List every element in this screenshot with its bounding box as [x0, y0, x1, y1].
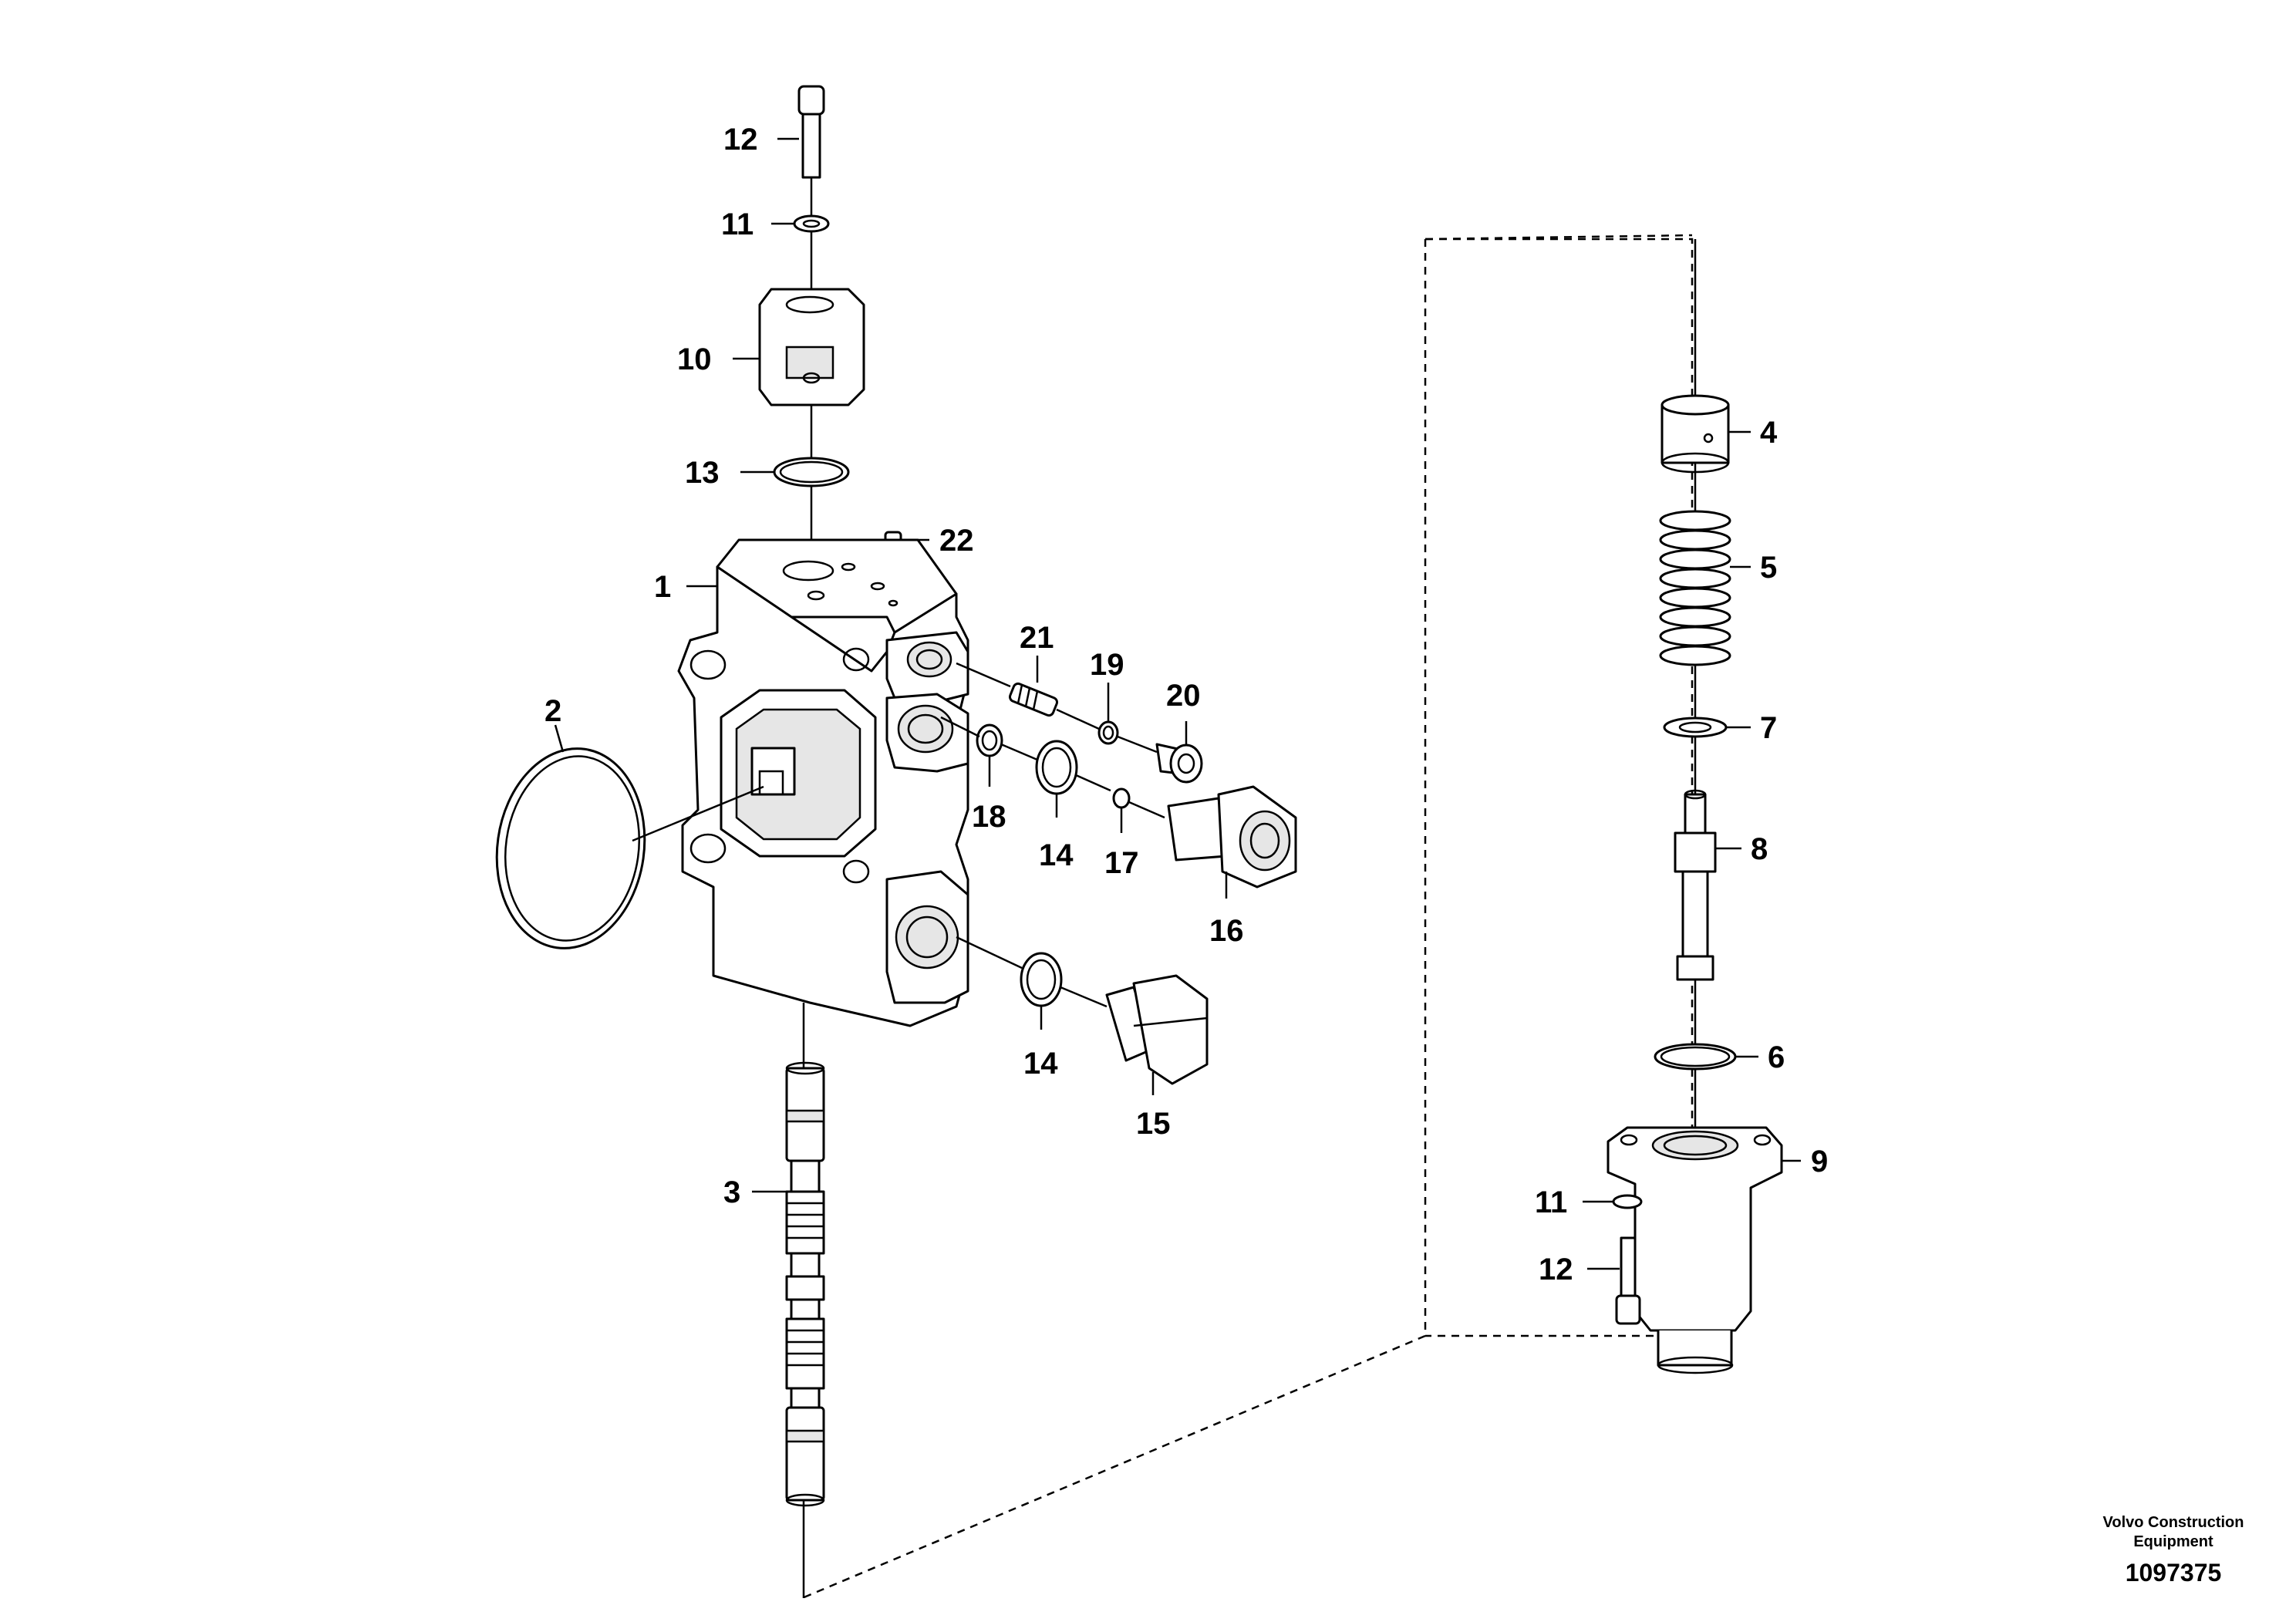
subassembly-boundary-top-link	[1424, 234, 1693, 241]
part-16-fitting	[1167, 785, 1297, 889]
part-18-axis	[940, 716, 980, 738]
part-19-ring-inner	[1102, 725, 1114, 740]
part-2-large-o-ring	[495, 747, 646, 949]
callout-2: 2	[544, 694, 561, 728]
part-21-axis	[956, 662, 1011, 688]
part-9-housing	[1607, 1126, 1783, 1374]
part-7-retainer-hole	[1678, 721, 1712, 733]
part-20-axis	[1117, 735, 1158, 754]
brand-line-2: Equipment	[2133, 1533, 2213, 1550]
part-6-o-ring-inner	[1660, 1046, 1731, 1067]
part-20-plug	[1155, 743, 1203, 784]
part-21-axis-b	[1056, 708, 1100, 730]
callout-14-lower: 14	[1023, 1047, 1058, 1081]
part-1-valve-body	[677, 538, 969, 1027]
callout-13: 13	[685, 456, 720, 490]
callout-3: 3	[723, 1175, 740, 1209]
callout-11-bottom: 11	[1535, 1185, 1567, 1219]
part-12-bolt-top	[797, 85, 825, 179]
callout-8: 8	[1751, 832, 1768, 866]
part-11-washer-bottom	[1612, 1194, 1643, 1209]
part-11-washer-hole	[802, 219, 821, 228]
callout-9: 9	[1811, 1145, 1828, 1179]
callout-14-upper: 14	[1039, 838, 1074, 872]
part-15-plug	[1105, 974, 1209, 1085]
callout-1: 1	[654, 570, 671, 604]
callout-6: 6	[1768, 1040, 1785, 1074]
part-12-bolt-bottom	[1615, 1236, 1641, 1325]
part-19-ring	[1097, 720, 1119, 745]
part-2-leader	[632, 785, 764, 842]
callout-10: 10	[677, 342, 712, 376]
part-14-upper-axis	[1000, 743, 1038, 761]
callout-18: 18	[972, 800, 1006, 834]
part-3-spool	[785, 1061, 825, 1507]
part-11-washer-top	[793, 214, 830, 233]
callout-21: 21	[1020, 621, 1054, 655]
callout-17: 17	[1104, 846, 1139, 880]
part-18-o-ring	[976, 723, 1003, 757]
part-21-screw	[1008, 682, 1059, 717]
part-17-ring	[1112, 787, 1131, 809]
callout-7: 7	[1760, 711, 1777, 745]
callout-22: 22	[939, 524, 974, 558]
callout-12-top: 12	[723, 123, 758, 157]
callout-11-top: 11	[721, 207, 754, 241]
part-14-upper-axis-b	[1075, 774, 1111, 792]
callout-20: 20	[1166, 679, 1201, 713]
document-number: 1097375	[2126, 1559, 2222, 1587]
part-14-lower-axis	[956, 936, 1023, 969]
part-8-plunger	[1674, 789, 1717, 981]
part-4-spring-seat	[1660, 394, 1730, 474]
callout-12-bottom: 12	[1539, 1253, 1573, 1286]
part-10-cover	[758, 288, 865, 406]
part-17-axis	[1128, 801, 1165, 819]
callout-2-leader	[554, 724, 565, 753]
part-14-upper-o-ring-inner	[1041, 747, 1072, 788]
part-5-spring	[1659, 510, 1731, 666]
part-18-o-ring-inner	[981, 730, 998, 751]
part-13-o-ring-inner	[779, 460, 844, 484]
part-14-lower-axis-b	[1060, 986, 1108, 1008]
part-14-lower-o-ring-inner	[1026, 959, 1057, 1000]
callout-4: 4	[1760, 416, 1778, 450]
callout-15: 15	[1136, 1107, 1171, 1141]
callout-16: 16	[1209, 914, 1244, 948]
part-7-retainer	[1663, 717, 1728, 738]
brand-line-1: Volvo Construction	[2103, 1514, 2244, 1531]
callout-5: 5	[1760, 551, 1777, 585]
subassembly-boundary-link	[801, 239, 1427, 1600]
callout-19: 19	[1090, 648, 1124, 682]
